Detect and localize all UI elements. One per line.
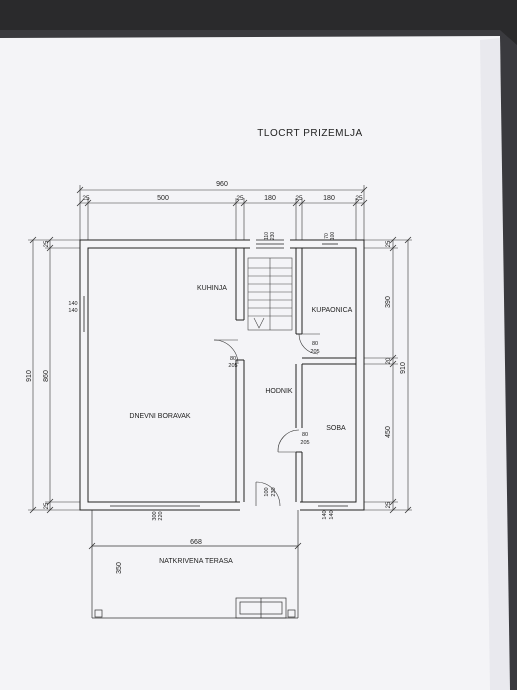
plan-title: TLOCRT PRIZEMLJA (257, 128, 362, 139)
dim-left-bottom-wall: 25 (44, 502, 50, 509)
room-label-kitchen: KUHINJA (197, 285, 227, 292)
stair-window-h: 230 (270, 232, 276, 241)
dim-right-seg-2: 20 (386, 357, 392, 364)
dim-top-seg-6: 25 (355, 195, 363, 202)
top-dimension-ticks (76, 186, 368, 207)
dim-top-seg-3: 180 (264, 195, 276, 202)
dim-terrace-depth: 350 (116, 562, 123, 574)
bath-door (298, 333, 320, 355)
right-dimensions (364, 239, 412, 511)
left-dimension-ticks (29, 236, 54, 514)
dim-left-inner: 860 (43, 370, 50, 382)
entrance-door (255, 481, 281, 507)
dim-right-seg-3: 450 (385, 426, 392, 438)
bath-window-w: 70 (324, 233, 330, 239)
entrance-door-w: 100 (264, 487, 270, 496)
right-dimension-ticks (389, 236, 412, 514)
dim-left-total: 910 (26, 370, 33, 382)
bedroom-door-h: 205 (300, 440, 309, 446)
bedroom-window-w: 140 (322, 510, 328, 519)
room-label-terrace: NATKRIVENA TERASA (159, 558, 233, 565)
kitchen-door-w: 80 (230, 356, 236, 362)
entrance-door-h: 230 (271, 487, 277, 496)
bedroom-window-h: 140 (329, 510, 335, 519)
living-window-w: 140 (68, 301, 77, 307)
staircase (247, 257, 293, 331)
dim-right-seg-0: 25 (386, 240, 392, 247)
dim-terrace-width: 668 (190, 539, 202, 546)
living-window-h: 140 (68, 308, 77, 314)
dim-top-seg-4: 25 (295, 195, 303, 202)
top-dimensions (79, 185, 365, 240)
terrace-door-h: 220 (158, 511, 164, 520)
terrace-door-w: 300 (152, 511, 158, 520)
dim-top-seg-5: 180 (323, 195, 335, 202)
dim-top-seg-1: 500 (157, 195, 169, 202)
dim-right-total: 910 (400, 362, 407, 374)
room-label-living: DNEVNI BORAVAK (129, 413, 191, 420)
bath-window-h: 100 (330, 232, 336, 241)
room-label-hall: HODNIK (265, 388, 293, 395)
bedroom-door-w: 80 (302, 432, 308, 438)
room-label-bedroom: SOBA (326, 425, 346, 432)
dim-top-seg-0: 25 (82, 195, 90, 202)
left-dimensions (28, 239, 80, 511)
bedroom-door (277, 429, 300, 453)
dim-top-total: 960 (216, 181, 228, 188)
stair-window (256, 239, 284, 249)
room-label-bathroom: KUPAONICA (312, 307, 353, 314)
kitchen-door-h: 205 (228, 363, 237, 369)
kitchen-door (213, 339, 239, 365)
terrace (91, 510, 299, 619)
dim-right-seg-4: 25 (386, 501, 392, 508)
dim-top-seg-2: 25 (236, 195, 244, 202)
dim-right-seg-1: 390 (385, 296, 392, 308)
bath-door-h: 205 (310, 349, 319, 355)
interior-walls (235, 248, 356, 502)
bath-door-w: 80 (312, 341, 318, 347)
stair-window-w: 110 (264, 232, 270, 240)
dim-left-top-wall: 25 (44, 240, 50, 247)
terrace-dimension-ticks (88, 542, 302, 550)
paper-sheet (0, 36, 505, 690)
exterior-walls (79, 239, 365, 511)
